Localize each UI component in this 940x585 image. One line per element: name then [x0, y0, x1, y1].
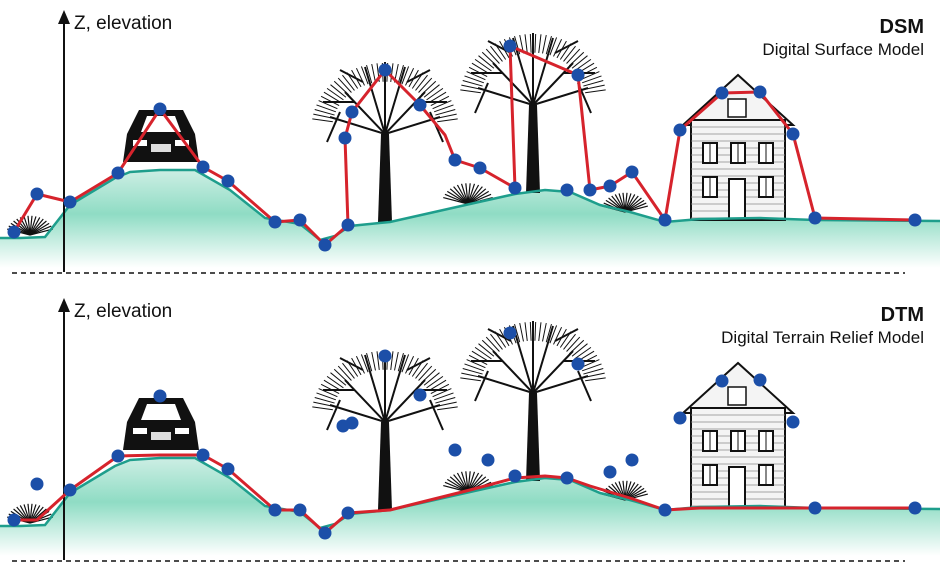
dsm-sample-point	[659, 214, 672, 227]
dtm-sample-point	[342, 507, 355, 520]
dsm-sample-point	[346, 106, 359, 119]
dsm-title: DSM	[880, 16, 924, 39]
dsm-sample-point	[561, 184, 574, 197]
dtm-sample-point	[449, 444, 462, 457]
dtm-sample-point	[716, 375, 729, 388]
dtm-sample-point	[337, 420, 350, 433]
dtm-sample-point	[787, 416, 800, 429]
dtm-sample-point	[482, 454, 495, 467]
dsm-sample-point	[604, 180, 617, 193]
dtm-sample-point	[674, 412, 687, 425]
dsm-sample-point	[294, 214, 307, 227]
dsm-sample-point	[269, 216, 282, 229]
dsm-sample-point	[449, 154, 462, 167]
dsm-axis-arrow-icon	[58, 10, 70, 24]
dtm-sample-point	[319, 527, 332, 540]
dsm-car	[123, 110, 199, 162]
dsm-sample-point	[342, 219, 355, 232]
dtm-sample-point	[31, 478, 44, 491]
dsm-sample-point	[809, 212, 822, 225]
dsm-sample-point	[909, 214, 922, 227]
dtm-sample-point	[572, 358, 585, 371]
dsm-sample-point	[339, 132, 352, 145]
dtm-sample-point	[64, 484, 77, 497]
dsm-sample-point	[64, 196, 77, 209]
dtm-sample-point	[8, 514, 21, 527]
dtm-sample-point	[561, 472, 574, 485]
dsm-sample-point	[787, 128, 800, 141]
dtm-sample-point	[414, 389, 427, 402]
dsm-sample-point	[674, 124, 687, 137]
dsm-sample-point	[474, 162, 487, 175]
dsm-sample-point	[414, 99, 427, 112]
dsm-sample-point	[31, 188, 44, 201]
dsm-sample-point	[197, 161, 210, 174]
dsm-sample-point	[504, 40, 517, 53]
dtm-sample-point	[269, 504, 282, 517]
dtm-sample-point	[809, 502, 822, 515]
dsm-sample-point	[222, 175, 235, 188]
dtm-tree-left	[312, 350, 457, 510]
dtm-sample-point	[909, 502, 922, 515]
dtm-axis-label: Z, elevation	[74, 301, 172, 323]
dtm-tree-right	[460, 321, 605, 481]
dtm-sample-point	[379, 350, 392, 363]
dsm-sample-point	[8, 226, 21, 239]
dsm-sample-point	[584, 184, 597, 197]
dsm-subtitle: Digital Surface Model	[762, 40, 924, 60]
dsm-axis-label: Z, elevation	[74, 13, 172, 35]
dtm-title: DTM	[881, 304, 924, 327]
dsm-sample-point	[154, 103, 167, 116]
dtm-sample-point	[626, 454, 639, 467]
dtm-sample-point	[197, 449, 210, 462]
dtm-sample-point	[754, 374, 767, 387]
dtm-subtitle: Digital Terrain Relief Model	[721, 328, 924, 348]
dsm-sample-point	[509, 182, 522, 195]
dtm-house	[683, 363, 793, 508]
dtm-sample-point	[509, 470, 522, 483]
dtm-sample-point	[294, 504, 307, 517]
dsm-sample-point	[572, 69, 585, 82]
dsm-sample-point	[754, 86, 767, 99]
dtm-axis-arrow-icon	[58, 298, 70, 312]
dsm-sample-point	[319, 239, 332, 252]
dtm-sample-point	[154, 390, 167, 403]
dtm-sample-point	[222, 463, 235, 476]
dtm-sample-point	[659, 504, 672, 517]
dsm-sample-point	[379, 64, 392, 77]
dsm-house	[683, 75, 793, 220]
dsm-sample-point	[626, 166, 639, 179]
dtm-car	[123, 398, 199, 450]
dtm-sample-point	[604, 466, 617, 479]
dtm-sample-point	[112, 450, 125, 463]
dsm-sample-point	[112, 167, 125, 180]
dtm-sample-point	[504, 327, 517, 340]
dsm-sample-point	[716, 87, 729, 100]
dsm-tree-left	[312, 62, 457, 222]
